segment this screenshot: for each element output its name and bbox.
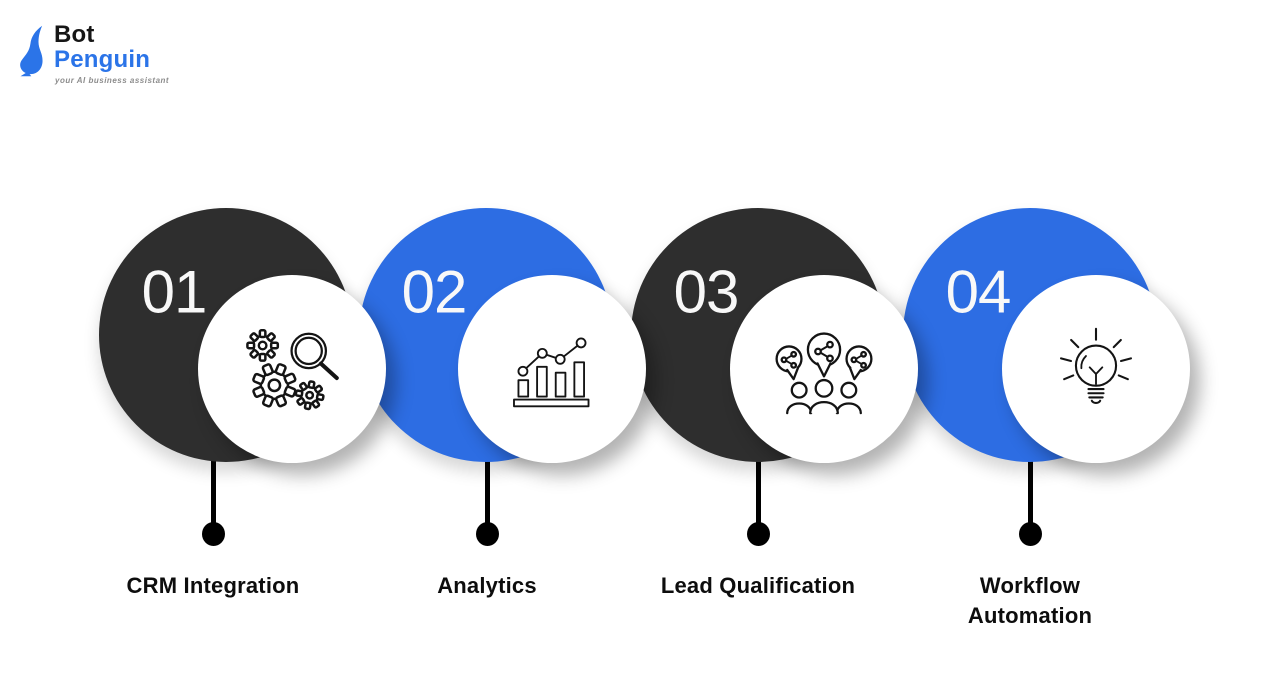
step-icon-circle: [1002, 275, 1190, 463]
connector-line: [1028, 446, 1033, 534]
step-number: 03: [673, 258, 740, 326]
gears-magnifier-icon: [240, 325, 339, 413]
connector-dot: [1019, 522, 1042, 546]
botpenguin-logo: Bot Penguin your AI business assistant: [16, 14, 196, 94]
bar-chart-trend-icon: [513, 337, 590, 408]
connector-dot: [476, 522, 499, 546]
brand-tagline: your AI business assistant: [55, 76, 170, 85]
team-share-bubbles-icon: [775, 332, 873, 415]
step-icon-circle: [730, 275, 918, 463]
step-icon-circle: [198, 275, 386, 463]
lightbulb-idea-icon: [1059, 327, 1133, 405]
connector-dot: [202, 522, 225, 546]
step-number: 04: [945, 258, 1012, 326]
connector-line: [485, 446, 490, 534]
brand-name: Bot Penguin: [54, 22, 150, 72]
penguin-icon: [20, 25, 43, 77]
step-number: 01: [141, 258, 208, 326]
connector-line: [756, 446, 761, 534]
step-label: Analytics: [437, 573, 537, 598]
connector-line: [211, 446, 216, 534]
step-label: Workflow Automation: [967, 573, 1093, 628]
brand-penguin: Penguin: [54, 46, 151, 73]
step-number: 02: [401, 258, 468, 326]
step-label: CRM Integration: [126, 573, 300, 598]
connector-dot: [747, 522, 770, 546]
brand-bot: Bot: [54, 21, 95, 48]
step-icon-circle: [458, 275, 646, 463]
step-label: Lead Qualification: [660, 573, 856, 598]
